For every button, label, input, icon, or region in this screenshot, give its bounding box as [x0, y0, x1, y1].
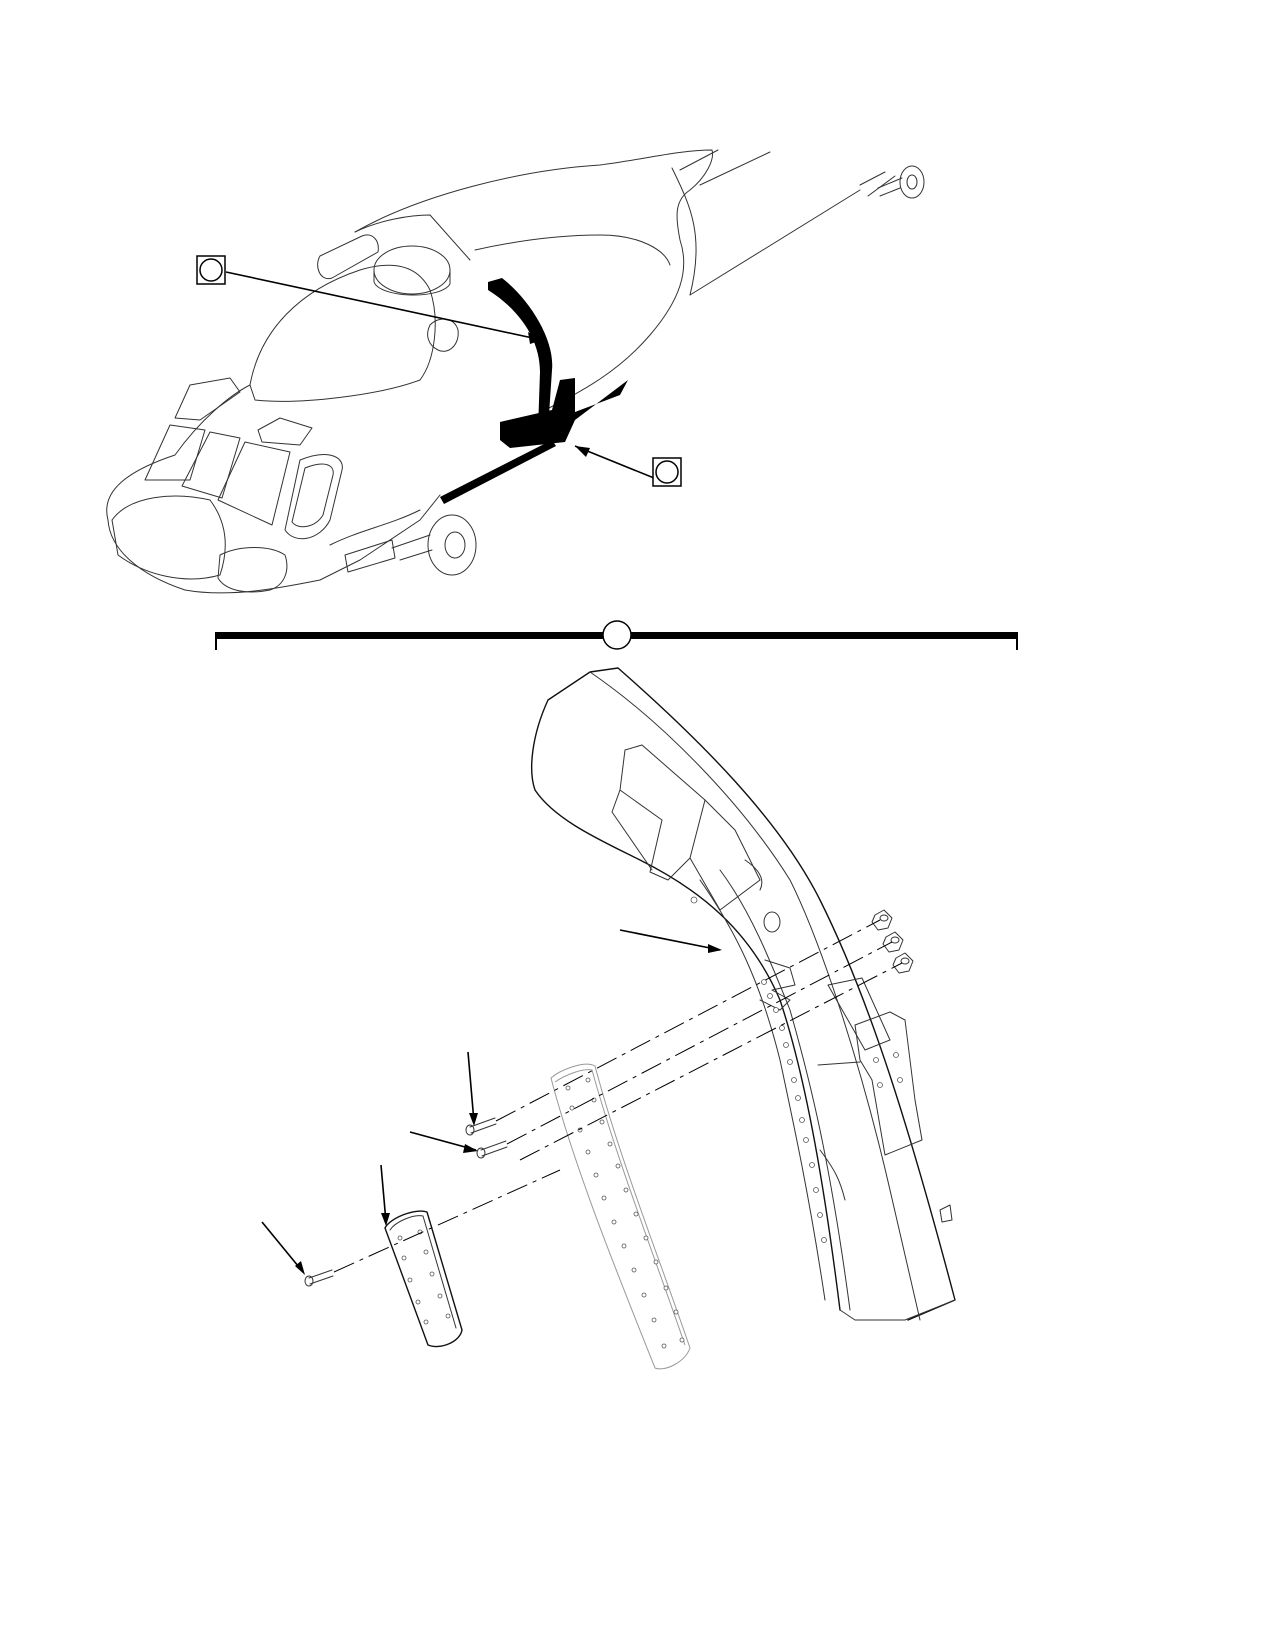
screws	[304, 1117, 508, 1287]
highlighted-floor-panel	[500, 378, 628, 448]
detail-separator	[215, 620, 1018, 650]
tail-wheel	[877, 165, 925, 199]
nuts	[871, 909, 914, 974]
part-leaders	[261, 929, 722, 1275]
doubler-holes	[565, 1077, 685, 1349]
callout-circle	[199, 258, 223, 282]
exploded-detail	[261, 667, 956, 1370]
helicopter-overview	[106, 149, 925, 594]
doubler-panel	[550, 1063, 691, 1370]
frame-rivets	[761, 979, 827, 1243]
highlighted-door-frame	[488, 278, 553, 430]
callout-circle	[655, 460, 679, 484]
small-plate	[384, 1210, 463, 1348]
callout-circle	[602, 620, 632, 650]
highlighted-floor-strip	[440, 440, 556, 504]
main-landing-gear	[344, 514, 477, 576]
alignment-lines	[333, 919, 903, 1273]
